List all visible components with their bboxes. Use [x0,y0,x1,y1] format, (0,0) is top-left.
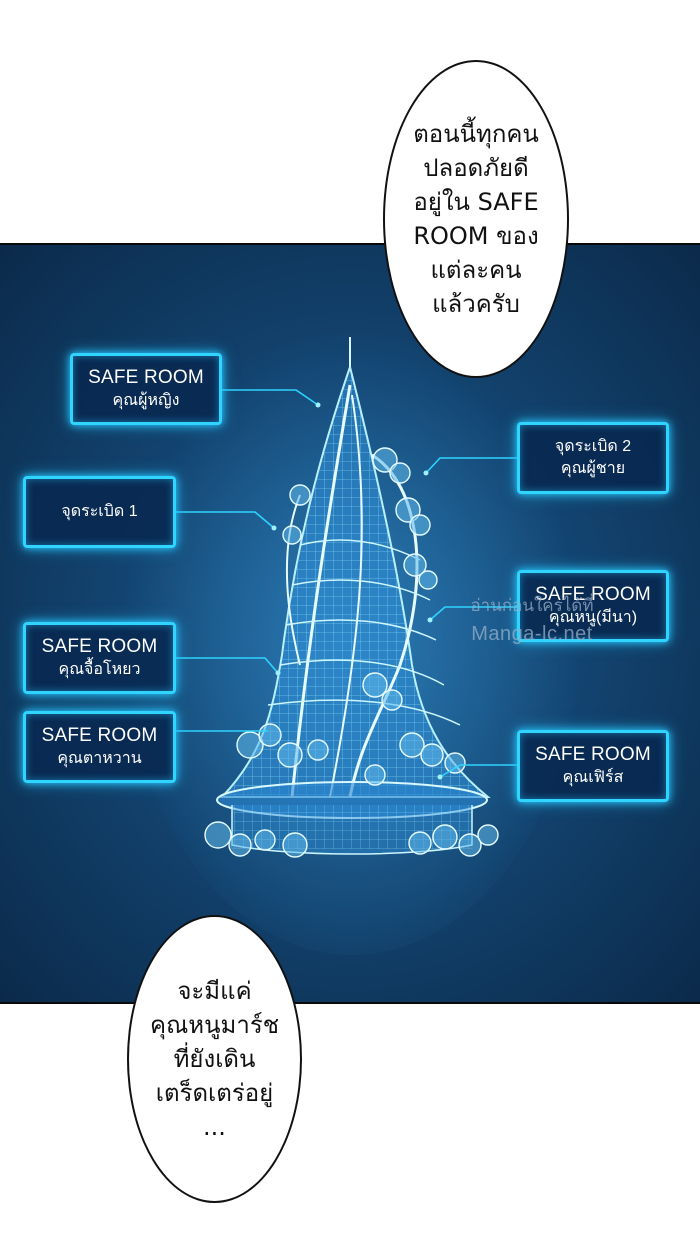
speech-line: ที่ยังเดิน [173,1045,256,1073]
watermark-line-1: อ่านก่อนใครได้ที่ [470,596,594,615]
label-owner: คุณจื้อโหยว [58,661,141,678]
callout-lines [176,389,518,778]
speech-line: แต่ละคน [430,256,522,284]
speech-line: อยู่ใน SAFE [413,188,539,216]
label-blast-point-2: จุดระเบิด 2 คุณผู้ชาย [517,422,669,494]
label-owner: คุณตาหวาน [57,750,142,767]
label-safe-room-jo-yao: SAFE ROOM คุณจื้อโหยว [23,622,176,694]
label-title: SAFE ROOM [41,725,158,746]
speech-bubble-bottom: จะมีแค่ คุณหนูมาร์ช ที่ยังเดิน เตร็ดเตร่… [127,915,302,1203]
speech-line: ตอนนี้ทุกคน [413,120,539,148]
tower-greenery [204,447,499,858]
speech-text-bottom: จะมีแค่ คุณหนูมาร์ช ที่ยังเดิน เตร็ดเตร่… [150,974,279,1144]
label-title: จุดระเบิด 2 [554,438,632,455]
speech-line: ปลอดภัยดี [423,154,529,182]
tower-hologram [122,295,582,955]
speech-line: แล้วครับ [432,290,520,318]
label-blast-point-1: จุดระเบิด 1 [23,476,176,548]
speech-line: เตร็ดเตร่อยู่ [155,1079,274,1107]
label-title: จุดระเบิด 1 [61,503,138,520]
blueprint-panel: SAFE ROOM คุณผู้หญิง จุดระเบิด 1 SAFE RO… [0,243,700,1004]
speech-line: ROOM ของ [413,222,539,250]
label-owner: คุณหนู(มีนา) [548,609,638,626]
speech-bubble-top: ตอนนี้ทุกคน ปลอดภัยดี อยู่ใน SAFE ROOM ข… [383,60,569,378]
speech-line: จะมีแค่ [177,977,252,1005]
label-safe-room-ta-wan: SAFE ROOM คุณตาหวาน [23,711,176,783]
label-title: SAFE ROOM [41,636,158,657]
label-title: SAFE ROOM [535,584,651,605]
speech-line: ... [203,1113,226,1141]
label-safe-room-young-lady: SAFE ROOM คุณผู้หญิง [70,353,222,425]
label-owner: คุณผู้ชาย [560,460,626,477]
label-safe-room-mina: SAFE ROOM คุณหนู(มีนา) [517,570,669,642]
label-title: SAFE ROOM [88,367,204,388]
watermark: อ่านก่อนใครได้ที่ Manga-lc.net [432,592,632,648]
speech-text-top: ตอนนี้ทุกคน ปลอดภัยดี อยู่ใน SAFE ROOM ข… [413,117,539,321]
label-safe-room-fears: SAFE ROOM คุณเฟิร์ส [517,730,669,802]
watermark-line-2: Manga-lc.net [471,623,593,645]
label-title: SAFE ROOM [535,744,651,765]
speech-line: คุณหนูมาร์ช [149,1011,280,1039]
label-owner: คุณเฟิร์ส [562,769,624,786]
label-owner: คุณผู้หญิง [112,392,180,409]
